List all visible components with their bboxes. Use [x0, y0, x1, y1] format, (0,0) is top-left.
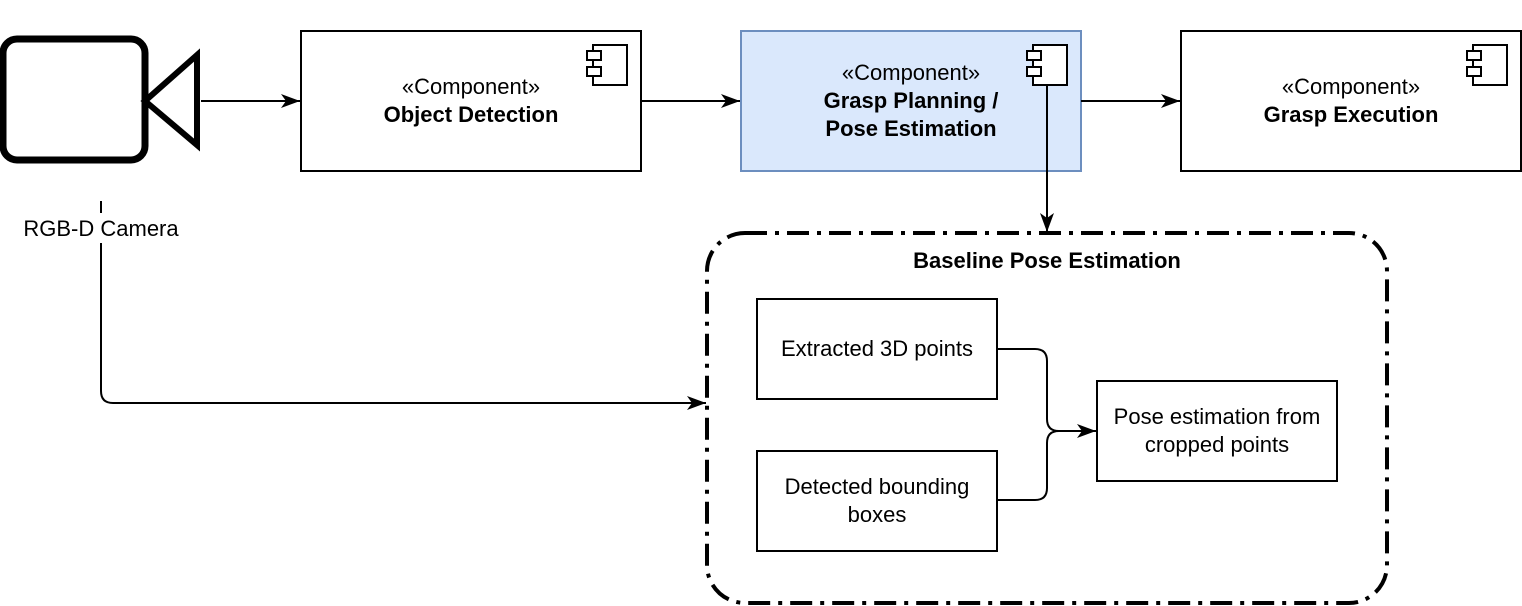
component-icon	[586, 44, 628, 86]
pose-estimation-box	[1096, 380, 1338, 482]
detected-boxes-label: Detected bounding boxes	[767, 451, 987, 551]
extracted-points-box	[756, 298, 998, 400]
component-icon	[1026, 44, 1068, 86]
pose-estimation-label: Pose estimation from cropped points	[1102, 381, 1332, 481]
camera-to-baseline-arrow	[100, 201, 706, 403]
component-name: Object Detection	[383, 102, 559, 127]
component-stereotype: «Component»	[841, 60, 981, 85]
baseline-title: Baseline Pose Estimation	[913, 248, 1181, 273]
component-stereotype: «Component»	[401, 74, 541, 99]
grasp-execution-box	[1180, 30, 1522, 172]
video-camera-icon	[0, 35, 200, 164]
component-name: Grasp Execution	[1263, 102, 1439, 127]
detected-to-pose-arrow	[997, 430, 1096, 501]
object-detection-box	[300, 30, 642, 172]
component-stereotype: «Component»	[1281, 74, 1421, 99]
component-name: Grasp Planning / Pose Estimation	[823, 88, 999, 141]
grasp-execution-label: «Component» Grasp Execution	[1181, 31, 1521, 171]
extracted-points-text: Extracted 3D points	[781, 336, 973, 361]
detected-boxes-text: Detected bounding boxes	[784, 474, 970, 527]
object-detection-label: «Component» Object Detection	[301, 31, 641, 171]
grasp-planning-label: «Component» Grasp Planning / Pose Estima…	[741, 31, 1081, 171]
component-icon	[1466, 44, 1508, 86]
extracted-points-label: Extracted 3D points	[757, 299, 997, 399]
pose-estimation-text: Pose estimation from cropped points	[1113, 404, 1321, 457]
camera-label: RGB-D Camera	[0, 215, 202, 243]
extracted-to-pose-arrow	[997, 348, 1096, 438]
detected-boxes-box	[756, 450, 998, 552]
